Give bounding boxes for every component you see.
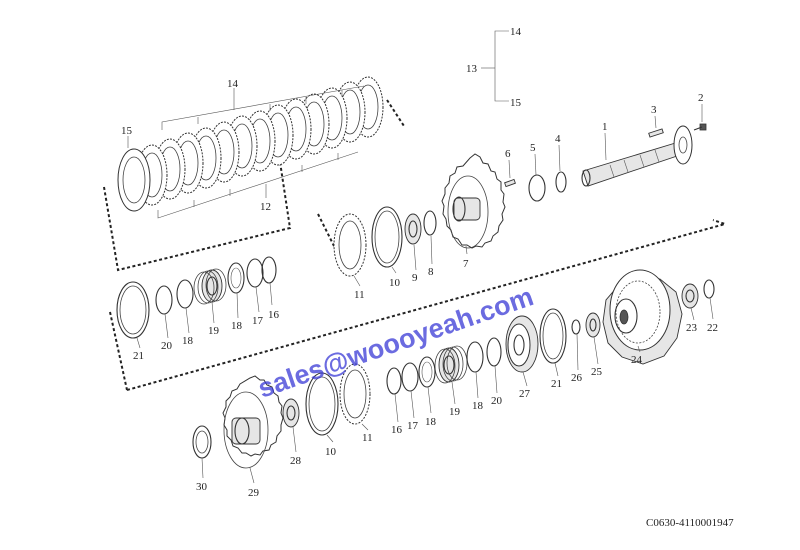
label-part-18b-lower: 18	[425, 416, 437, 428]
label-part-21-upper: 21	[133, 350, 144, 362]
snap-ring-22	[703, 279, 715, 299]
ring-17-upper	[246, 258, 264, 288]
ring-20-lower	[486, 337, 502, 367]
label-part-22: 22	[707, 322, 718, 334]
spring-19-upper	[193, 268, 227, 305]
bearing-9	[404, 213, 422, 245]
ring-18b-upper	[176, 279, 194, 309]
label-part-10-upper: 10	[389, 277, 401, 289]
label-part-17-upper: 17	[252, 315, 264, 327]
label-part-4: 4	[555, 133, 561, 145]
label-part-29: 29	[248, 487, 260, 499]
label-part-20-upper: 20	[161, 340, 173, 352]
snap-ring-8	[423, 210, 437, 236]
key-6	[504, 178, 516, 188]
label-part-6: 6	[505, 148, 511, 160]
label-part-18-upper: 18	[231, 320, 243, 332]
spring-19-lower	[434, 345, 468, 384]
label-part-16-lower: 16	[391, 424, 403, 436]
label-part-30: 30	[196, 481, 208, 493]
bearing-25	[585, 312, 601, 338]
pin-part	[648, 128, 664, 138]
label-part-14-top: 14	[510, 26, 522, 38]
label-part-27: 27	[519, 388, 531, 400]
clutch-plate-stack	[117, 76, 384, 212]
ring-20-upper	[155, 285, 173, 315]
washer-30	[192, 425, 212, 459]
label-part-28: 28	[290, 455, 302, 467]
label-part-12: 12	[260, 201, 271, 213]
label-part-21-lower: 21	[551, 378, 562, 390]
label-part-19-lower: 19	[449, 406, 461, 418]
ring-18b-lower	[418, 356, 436, 388]
part-number-labels: 1 2 3 4 5 6 7 8 9 10 11 12 13 14 14 15 1…	[121, 26, 718, 499]
leader-lines	[136, 30, 714, 484]
label-part-11-lower: 11	[362, 432, 373, 444]
label-part-5: 5	[530, 142, 536, 154]
label-part-20-lower: 20	[491, 395, 503, 407]
label-part-18-lower: 18	[472, 400, 484, 412]
label-part-18b-upper: 18	[182, 335, 194, 347]
label-part-10-lower: 10	[325, 446, 337, 458]
label-part-25: 25	[591, 366, 603, 378]
bolt-part	[693, 123, 707, 131]
label-part-1: 1	[602, 121, 608, 133]
plate-10-lower	[305, 372, 339, 436]
ring-18-upper	[227, 262, 245, 294]
gear-part-7	[441, 153, 506, 249]
snap-ring-26	[571, 319, 581, 335]
ring-18-lower	[466, 341, 484, 373]
bearing-28	[282, 398, 300, 428]
label-part-7: 7	[463, 258, 469, 270]
toothed-plate-11-upper	[333, 213, 367, 277]
plate-21-lower	[539, 308, 567, 364]
plate-10-upper	[371, 206, 403, 268]
clutch-drum-part	[602, 269, 683, 365]
ring-16-upper	[261, 256, 277, 284]
label-part-16-upper: 16	[268, 309, 280, 321]
piston-27	[505, 315, 539, 373]
ring-16-lower	[386, 367, 402, 395]
bearing-23	[681, 283, 699, 309]
label-part-11-upper: 11	[354, 289, 365, 301]
gear-part-29	[222, 375, 284, 469]
drawing-code: C0630-4110001947	[646, 517, 734, 529]
label-part-15-top: 15	[510, 97, 522, 109]
label-part-14-stack: 14	[227, 78, 239, 90]
callout-brackets-12-14	[127, 85, 365, 219]
label-part-3: 3	[651, 104, 657, 116]
label-part-26: 26	[571, 372, 583, 384]
label-part-23: 23	[686, 322, 698, 334]
snap-ring-4	[555, 171, 567, 193]
output-shaft-part	[581, 125, 693, 187]
label-part-8: 8	[428, 266, 434, 278]
label-part-17-lower: 17	[407, 420, 419, 432]
label-part-15-stack: 15	[121, 125, 133, 137]
plate-21-upper	[116, 281, 150, 339]
label-part-24: 24	[631, 354, 643, 366]
label-part-9: 9	[412, 272, 418, 284]
label-part-19-upper: 19	[208, 325, 220, 337]
ring-5	[528, 174, 546, 202]
label-part-2: 2	[698, 92, 704, 104]
toothed-plate-11-lower	[339, 363, 371, 425]
label-part-13: 13	[466, 63, 478, 75]
ring-17-lower	[401, 362, 419, 392]
